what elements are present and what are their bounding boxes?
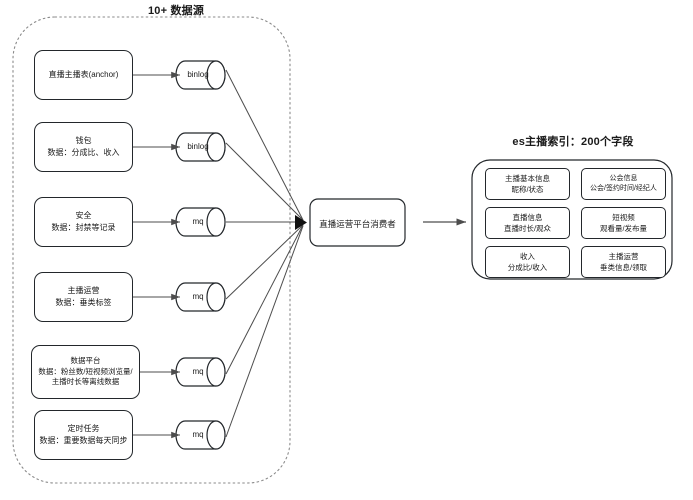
source-anchor-ops-line-2: 数据：垂类标签 xyxy=(55,298,112,307)
queue-mq-2-label[interactable]: mq xyxy=(192,292,204,301)
link-queue2-to-consumer xyxy=(225,142,304,221)
es-field-anchor-ops-line-2: 垂类信息/领取 xyxy=(599,263,648,272)
queue-mq-1-label[interactable]: mq xyxy=(192,217,204,226)
link-queue4-to-consumer xyxy=(225,224,304,300)
source-wallet-line-2: 数据：分成比、收入 xyxy=(47,148,120,157)
source-security[interactable]: 安全 数据：封禁等记录 xyxy=(34,197,133,247)
es-field-income-line-2: 分成比/收入 xyxy=(507,263,548,272)
source-security-line-2: 数据：封禁等记录 xyxy=(51,223,116,232)
es-field-guild-line-1: 公会信息 xyxy=(609,174,638,182)
link-queue1-to-consumer xyxy=(225,69,304,221)
source-security-line-1: 安全 xyxy=(75,211,92,221)
link-queue6-to-consumer xyxy=(225,225,304,438)
source-anchor-table[interactable]: 直播主播表(anchor) xyxy=(34,50,133,100)
es-field-short-video-line-1: 短视频 xyxy=(612,212,635,222)
es-field-anchor-basic-line-2: 昵称/状态 xyxy=(511,185,544,194)
source-anchor-ops-line-1: 主播运营 xyxy=(67,286,100,296)
queue-mq-4-label[interactable]: mq xyxy=(192,430,204,439)
queue-binlog-2-label[interactable]: binlog xyxy=(187,142,209,151)
source-data-platform-line-1: 数据平台 xyxy=(70,355,101,365)
source-wallet[interactable]: 钱包 数据：分成比、收入 xyxy=(34,122,133,172)
es-field-income[interactable]: 收入 分成比/收入 xyxy=(485,246,570,278)
source-data-platform[interactable]: 数据平台 数据：粉丝数/短视频浏览量/ 主播时长等离线数据 xyxy=(31,345,140,399)
es-field-anchor-basic[interactable]: 主播基本信息 昵称/状态 xyxy=(485,168,570,200)
source-data-platform-line-2: 数据：粉丝数/短视频浏览量/ xyxy=(38,366,133,376)
source-anchor-table-line-1: 直播主播表(anchor) xyxy=(48,70,119,80)
source-anchor-ops[interactable]: 主播运营 数据：垂类标签 xyxy=(34,272,133,322)
source-scheduled-task[interactable]: 定时任务 数据：重要数据每天同步 xyxy=(34,410,133,460)
es-field-live-info-line-1: 直播信息 xyxy=(512,212,543,222)
source-scheduled-task-line-1: 定时任务 xyxy=(67,424,100,434)
es-field-live-info[interactable]: 直播信息 直播时长/观众 xyxy=(485,207,570,239)
es-field-live-info-line-2: 直播时长/观众 xyxy=(503,224,552,233)
link-queue5-to-consumer xyxy=(225,224,304,375)
es-field-short-video[interactable]: 短视频 观看量/发布量 xyxy=(581,207,666,239)
queue-binlog-1-label[interactable]: binlog xyxy=(187,70,209,79)
es-group-title: es主播索引：200个字段 xyxy=(512,136,634,148)
source-data-platform-line-3: 主播时长等离线数据 xyxy=(51,377,120,387)
es-field-guild-line-2: 公会/签约时间/经纪人 xyxy=(590,185,657,192)
consumer-box-label[interactable]: 直播运营平台消费者 xyxy=(319,219,396,229)
source-wallet-line-1: 钱包 xyxy=(75,136,92,146)
es-field-anchor-ops[interactable]: 主播运营 垂类信息/领取 xyxy=(581,246,666,278)
es-field-guild[interactable]: 公会信息 公会/签约时间/经纪人 xyxy=(581,168,666,200)
es-field-anchor-ops-line-1: 主播运营 xyxy=(608,251,639,261)
queue-mq-3-label[interactable]: mq xyxy=(192,367,204,376)
es-field-short-video-line-2: 观看量/发布量 xyxy=(599,224,648,233)
es-field-income-line-1: 收入 xyxy=(520,251,535,261)
es-field-anchor-basic-line-1: 主播基本信息 xyxy=(505,173,550,183)
sources-group-title: 10+ 数据源 xyxy=(147,5,205,17)
source-scheduled-task-line-2: 数据：重要数据每天同步 xyxy=(39,436,128,445)
consumer-inbound-arrowhead xyxy=(295,215,307,230)
